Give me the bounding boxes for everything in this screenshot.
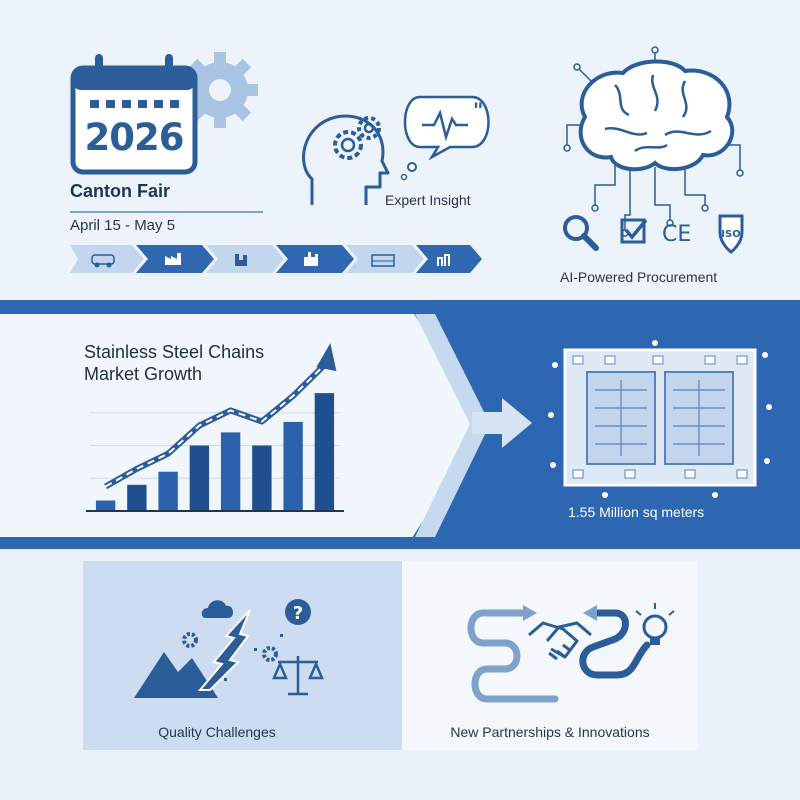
partnerships-icon <box>467 603 675 703</box>
event-name: Canton Fair <box>70 181 171 201</box>
procurement-icons: CE ISO <box>563 214 744 254</box>
expert-insight-label: Expert Insight <box>385 192 471 208</box>
floor-plan-icon <box>563 348 757 487</box>
gear-icon <box>357 116 381 140</box>
ai-brain-icon <box>563 46 744 237</box>
chart-bar-6 <box>283 421 303 511</box>
svg-text:?: ? <box>293 603 303 624</box>
partnerships-label: New Partnerships & Innovations <box>450 724 650 740</box>
arrow-right-icon <box>472 398 532 448</box>
step-2-factory-icon <box>136 245 214 273</box>
chart-bar-5 <box>252 445 272 511</box>
event-year: 2026 <box>84 116 185 159</box>
process-steps <box>70 245 482 273</box>
market-title-line-2: Market Growth <box>84 364 203 384</box>
mountain-icon <box>134 652 218 698</box>
chart-bar-2 <box>158 471 178 511</box>
market-title: Stainless Steel Chains Market Growth <box>84 341 264 385</box>
market-title-line-1: Stainless Steel Chains <box>84 342 265 362</box>
chart-bar-4 <box>220 432 241 511</box>
step-3-plant-icon <box>206 245 284 273</box>
quality-challenges-icon: ? <box>134 599 324 698</box>
gear-icon <box>182 632 278 662</box>
quality-challenges-label: Quality Challenges <box>158 724 276 740</box>
quality-challenges-panel <box>83 561 402 750</box>
chart-bar-3 <box>189 445 210 511</box>
chart-bar-0 <box>95 500 116 511</box>
cloud-icon <box>201 600 234 618</box>
step-4-refinery-icon <box>276 245 354 273</box>
ce-mark-icon: CE <box>662 222 691 247</box>
step-5-warehouse-icon <box>346 245 424 273</box>
chart-trend-arrowhead <box>316 343 337 372</box>
arrow-icon <box>523 605 597 621</box>
event-dates: April 15 - May 5 <box>70 217 176 234</box>
svg-text:": " <box>473 98 483 122</box>
magnifier-icon <box>563 215 599 251</box>
speech-bubble-icon: " <box>403 95 490 161</box>
lightning-icon <box>197 609 251 691</box>
expert-head-icon: " <box>302 95 490 205</box>
gear-icon <box>182 52 258 128</box>
svg-text:ISO: ISO <box>721 229 740 240</box>
iso-shield-icon: ISO <box>718 214 744 254</box>
chart-trend-chain <box>105 364 326 488</box>
lightbulb-icon <box>635 603 675 645</box>
divider <box>70 211 263 213</box>
gear-icon <box>333 130 363 160</box>
step-1-car-icon <box>70 245 144 273</box>
chart-bar-1 <box>127 484 147 511</box>
calendar-icon <box>70 52 258 175</box>
floor-plan-markers <box>548 340 772 498</box>
scale-icon <box>272 656 324 696</box>
checkbox-icon <box>620 218 648 244</box>
venue-area-label: 1.55 Million sq meters <box>568 504 705 520</box>
question-icon: ? <box>285 599 311 625</box>
chart-bar-7 <box>314 393 335 511</box>
step-6-growth-icon <box>416 245 482 273</box>
handshake-icon <box>528 621 592 661</box>
growth-chart <box>86 343 344 512</box>
ai-procurement-label: AI-Powered Procurement <box>560 269 718 285</box>
